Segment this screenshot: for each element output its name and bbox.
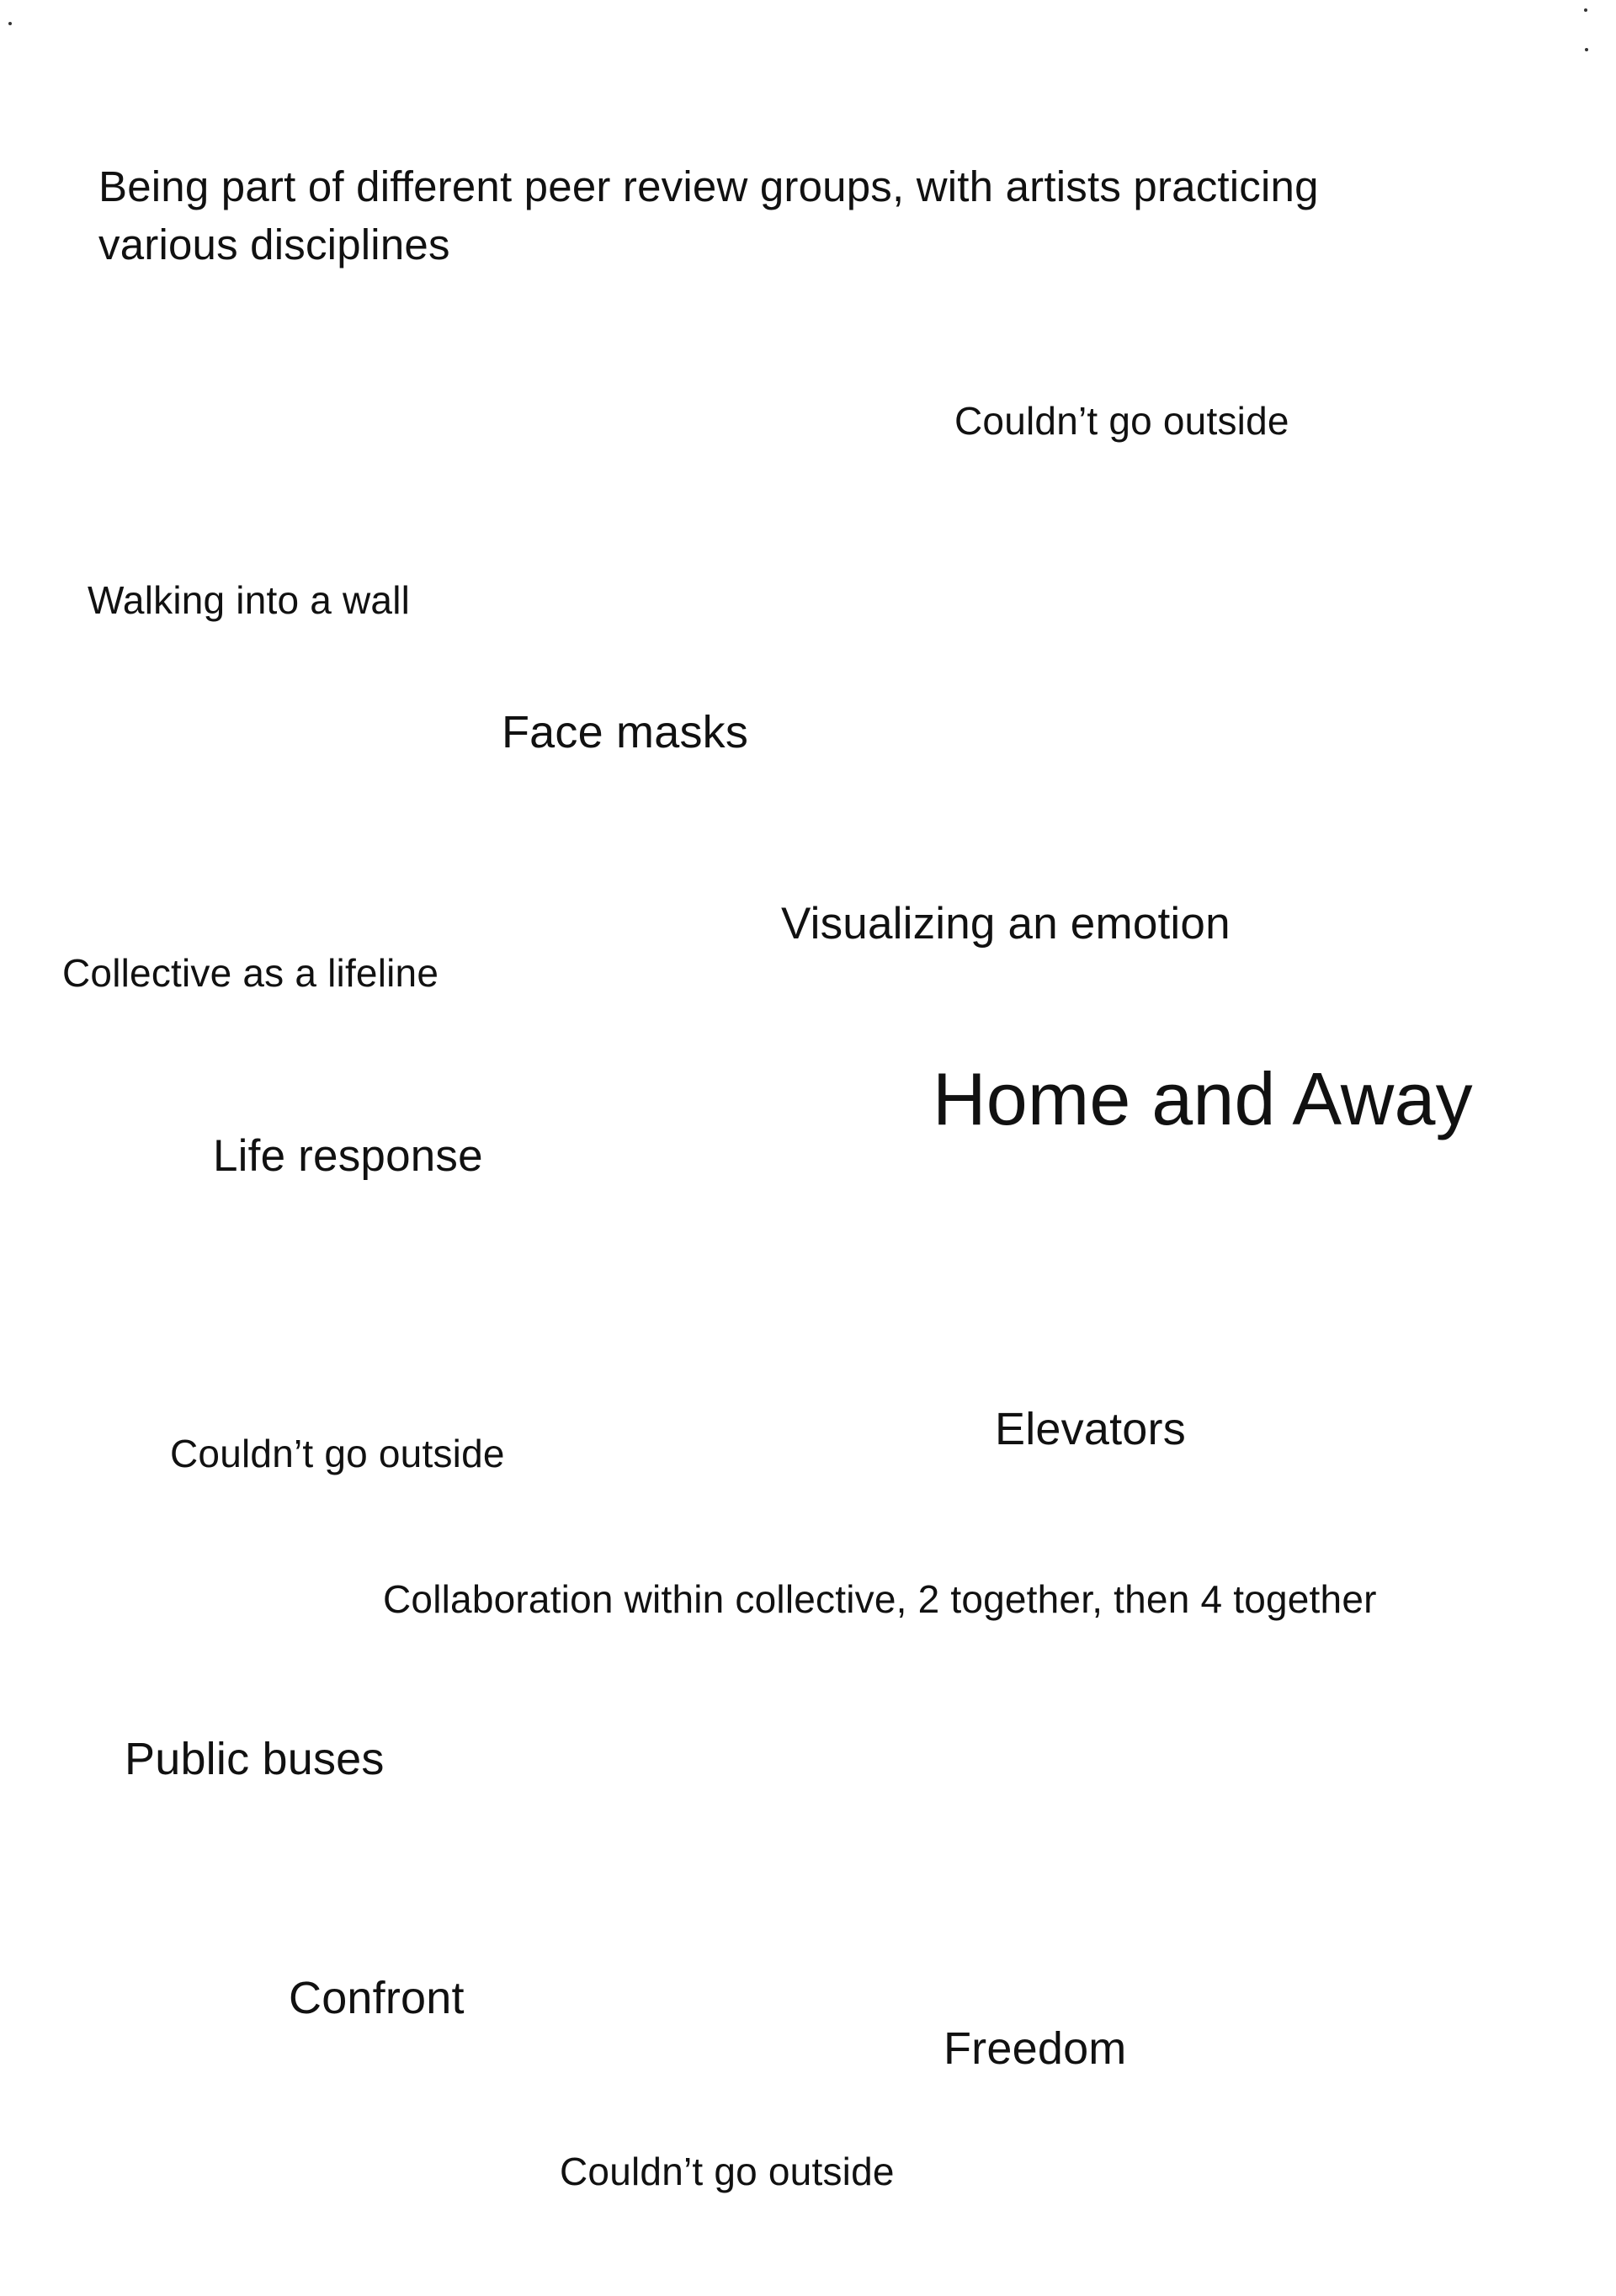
phrase-couldnt-go-outside-2: Couldn’t go outside	[170, 1432, 505, 1475]
phrase-face-masks: Face masks	[502, 707, 749, 757]
phrase-elevators: Elevators	[995, 1404, 1186, 1454]
scan-speck	[8, 22, 12, 25]
phrase-public-buses: Public buses	[125, 1734, 385, 1784]
phrase-couldnt-go-outside-3: Couldn’t go outside	[560, 2150, 895, 2193]
phrase-freedom: Freedom	[944, 2023, 1127, 2074]
phrase-couldnt-go-outside-1: Couldn’t go outside	[954, 399, 1289, 443]
scan-speck	[1584, 8, 1587, 12]
phrase-visualizing-an-emotion: Visualizing an emotion	[781, 899, 1231, 949]
phrase-collective-as-a-lifeline: Collective as a lifeline	[62, 951, 439, 995]
intro-line-2: various disciplines	[98, 220, 450, 268]
phrase-home-and-away: Home and Away	[933, 1057, 1473, 1140]
intro-phrase: Being part of different peer review grou…	[98, 158, 1529, 274]
scan-speck	[1585, 48, 1588, 51]
phrase-collaboration: Collaboration within collective, 2 toget…	[383, 1577, 1377, 1621]
phrase-walking-into-a-wall: Walking into a wall	[88, 578, 411, 622]
intro-line-1: Being part of different peer review grou…	[98, 162, 1319, 210]
phrase-confront: Confront	[289, 1973, 465, 2023]
phrase-life-response: Life response	[213, 1131, 483, 1181]
